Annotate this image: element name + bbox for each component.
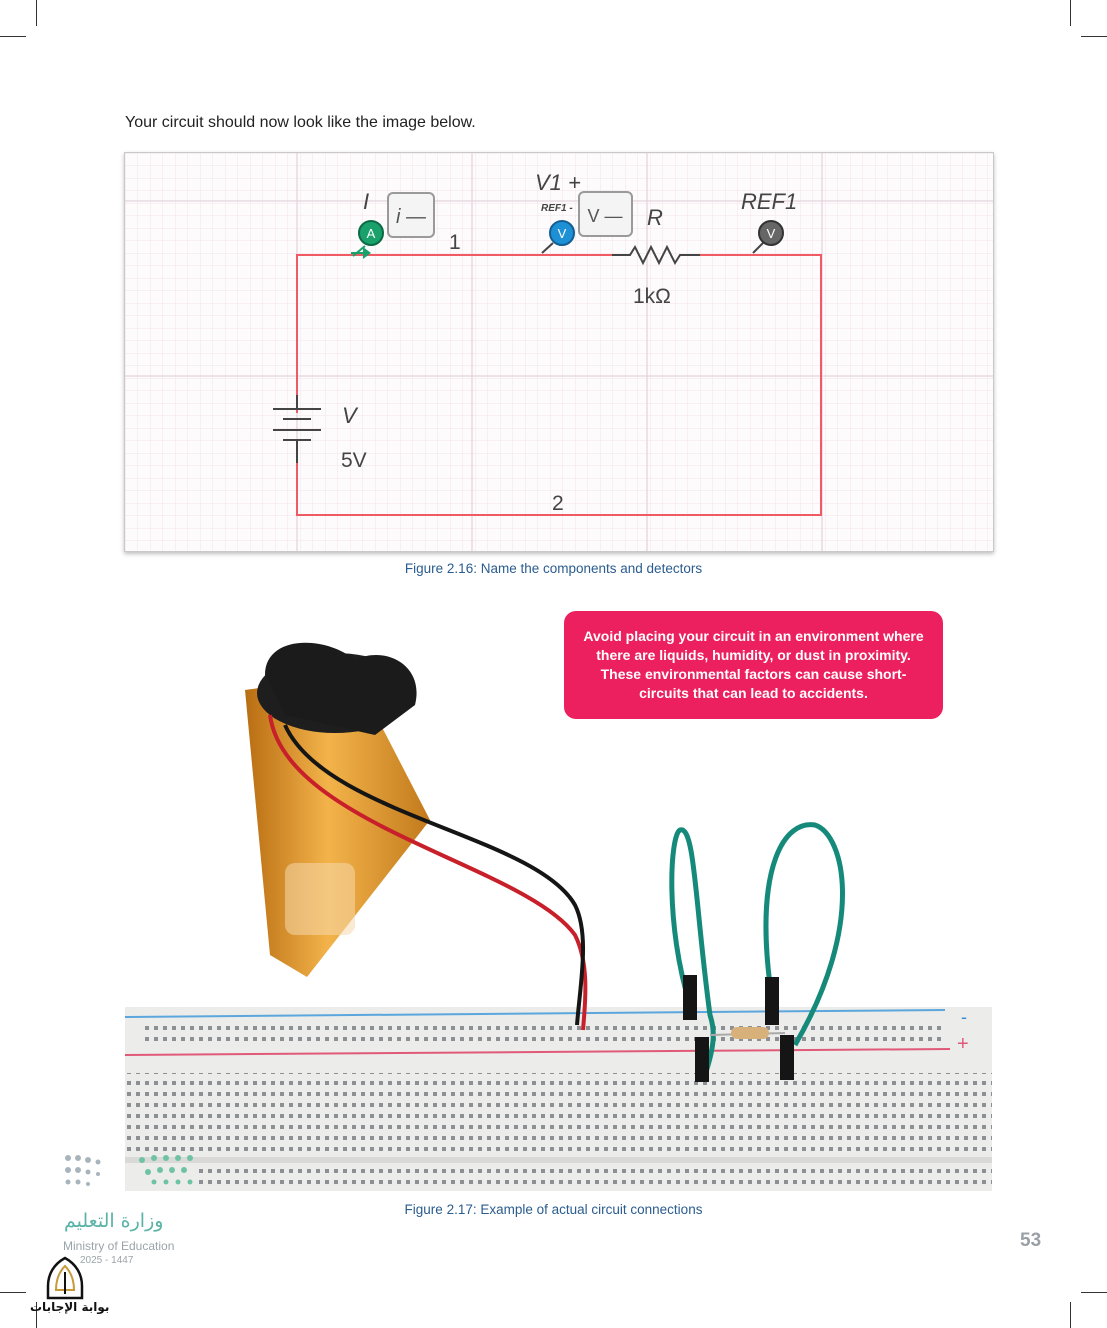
v1-label: V1 + xyxy=(535,170,581,195)
voltmeter-badge: V xyxy=(558,226,567,241)
source-label: V xyxy=(342,403,359,428)
red-wire xyxy=(268,714,588,1031)
battery-symbol xyxy=(273,395,321,463)
resistor-component xyxy=(731,1027,769,1039)
voltmeter-label-box xyxy=(578,191,633,237)
portal-logo-icon xyxy=(46,1256,84,1300)
rail-plus-label: + xyxy=(957,1033,969,1055)
crop-mark xyxy=(0,36,26,37)
intro-text: Your circuit should now look like the im… xyxy=(125,114,476,131)
ministry-year: 2025 - 1447 xyxy=(80,1255,134,1266)
circuit-photo: - + xyxy=(125,605,992,1191)
voltmeter-box-text: V — xyxy=(587,206,622,226)
breadboard-photo-svg: - + xyxy=(125,642,992,1191)
resistor-value: 1kΩ xyxy=(633,285,671,308)
black-wire xyxy=(283,724,586,1026)
ammeter-label-box xyxy=(387,192,435,238)
crop-mark xyxy=(1070,0,1071,26)
ministry-name-arabic: وزارة التعليم xyxy=(64,1210,164,1232)
warning-callout: Avoid placing your circuit in an environ… xyxy=(564,611,943,719)
ref1-small-label: REF1 - xyxy=(541,203,573,214)
crop-mark xyxy=(36,0,37,26)
rail-minus-label: - xyxy=(961,1007,967,1027)
figure-2-16-caption: Figure 2.16: Name the components and det… xyxy=(404,561,703,576)
circuit-diagram: A V V i — V — I 1 V1 + REF1 - R 1kΩ REF1… xyxy=(124,152,994,552)
source-value: 5V xyxy=(341,449,367,472)
current-label: I xyxy=(363,189,369,214)
resistor-label: R xyxy=(647,205,663,230)
ref1-label: REF1 xyxy=(741,189,797,214)
ref1-probe[interactable] xyxy=(758,220,784,246)
ministry-name-english: Ministry of Education xyxy=(63,1239,175,1253)
node-1-label: 1 xyxy=(449,231,461,254)
green-jumper-right xyxy=(763,822,845,1047)
resistor-symbol xyxy=(612,244,700,266)
voltmeter-probe[interactable] xyxy=(549,220,575,246)
ref1-badge: V xyxy=(767,226,776,241)
battery-9v xyxy=(245,642,430,977)
ministry-dots-logo xyxy=(65,1155,193,1186)
crop-mark xyxy=(1070,1302,1071,1328)
ammeter-probe[interactable] xyxy=(358,220,384,246)
portal-name: بوابة الإجابات xyxy=(30,1300,110,1314)
crop-mark xyxy=(0,1292,26,1293)
ammeter-badge: A xyxy=(367,226,376,241)
green-jumper-left xyxy=(669,827,716,1076)
page-number: 53 xyxy=(1020,1230,1042,1251)
crop-mark xyxy=(36,1302,37,1328)
circuit-svg: A V V i — V — I 1 V1 + REF1 - R 1kΩ REF1… xyxy=(125,153,993,551)
node-2-label: 2 xyxy=(552,492,564,515)
crop-mark xyxy=(1081,1292,1107,1293)
crop-mark xyxy=(1081,36,1107,37)
current-arrow-icon xyxy=(363,247,371,259)
figure-2-17-caption: Figure 2.17: Example of actual circuit c… xyxy=(404,1202,703,1217)
ammeter-box-text: i — xyxy=(396,206,427,228)
